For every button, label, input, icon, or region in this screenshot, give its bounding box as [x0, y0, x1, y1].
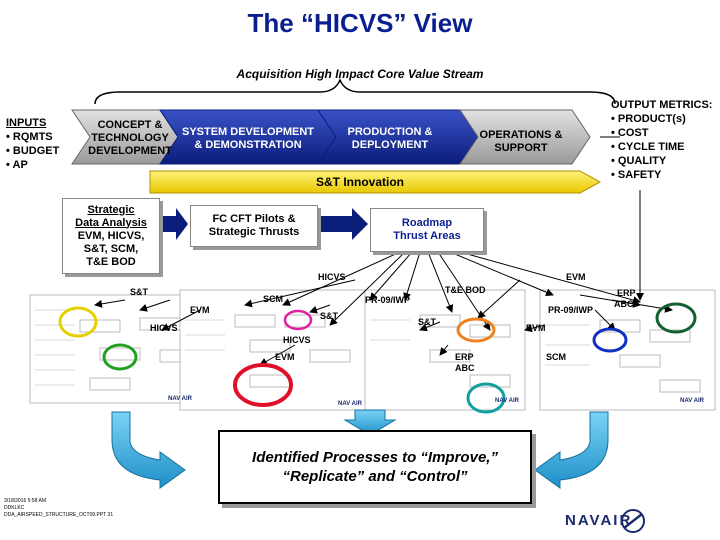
label-pr: PR-09/IWP	[548, 305, 594, 315]
label-hicvs: HICVS	[283, 335, 311, 345]
label-hicvs: HICVS	[150, 323, 178, 333]
curve-arrow-left	[111, 411, 186, 489]
innovation-arrow	[149, 170, 602, 194]
stage-operations-label: OPERATIONS &SUPPORT	[479, 129, 563, 154]
innovation-label: S&T Innovation	[316, 175, 404, 189]
page-title: The “HICVS” View	[247, 8, 473, 38]
svg-text:NAV AIR: NAV AIR	[495, 398, 520, 404]
curve-arrow-center	[343, 409, 397, 436]
input-item: • BUDGET	[6, 145, 60, 157]
label-abc: ABC	[455, 363, 475, 373]
label-evm: EVM	[566, 272, 586, 282]
label-erp: ERP	[455, 352, 474, 362]
stage-production-label: PRODUCTION &DEPLOYMENT	[347, 126, 433, 151]
label-tebod: T&E BOD	[445, 285, 486, 295]
strategic-analysis-box: Strategic Data Analysis EVM, HICVS, S&T,…	[62, 198, 160, 274]
output-item: • SAFETY	[611, 169, 662, 181]
label-pr: PR-09/IWP	[365, 295, 411, 305]
stage-operations-chevron	[459, 109, 591, 165]
label-scm: SCM	[263, 294, 283, 304]
label-evm: EVM	[275, 352, 295, 362]
output-metrics-list: OUTPUT METRICS: • PRODUCT(s) • COST • CY…	[611, 98, 712, 182]
output-item: • CYCLE TIME	[611, 141, 685, 153]
label-erp: ERP	[617, 288, 636, 298]
flow-arrow-1	[160, 208, 188, 240]
label-st: S&T	[320, 311, 338, 321]
process-map-right2	[539, 289, 716, 411]
inputs-heading: INPUTS	[6, 117, 47, 129]
process-map-right1	[364, 289, 526, 411]
outputs-heading: OUTPUT METRICS:	[611, 99, 713, 111]
label-st: S&T	[418, 317, 436, 327]
highlight-magenta	[283, 309, 313, 331]
stage-sysdev-label: SYSTEM DEVELOPMENT& DEMONSTRATION	[181, 126, 315, 151]
flow-arrow-2	[318, 208, 368, 240]
label-st: S&T	[130, 287, 148, 297]
curve-arrow-right	[534, 411, 609, 489]
pilots-box: FC CFT Pilots &Strategic Thrusts	[190, 205, 318, 247]
label-hicvs: HICVS	[318, 272, 346, 282]
svg-text:NAV AIR: NAV AIR	[338, 401, 363, 407]
highlight-red	[233, 363, 293, 407]
label-abc: ABC	[614, 299, 634, 309]
output-item: • QUALITY	[611, 155, 667, 167]
highlight-teal	[466, 382, 506, 414]
highlight-green	[102, 343, 138, 371]
highlight-blue	[592, 327, 628, 353]
label-evm: EVM	[526, 323, 546, 333]
input-item: • AP	[6, 159, 28, 171]
label-evm: EVM	[190, 305, 210, 315]
input-item: • RQMTS	[6, 131, 53, 143]
inputs-list: INPUTS • RQMTS • BUDGET • AP	[6, 116, 59, 172]
svg-text:NAV AIR: NAV AIR	[168, 396, 193, 402]
highlight-orange	[456, 317, 496, 343]
value-stream-subtitle: Acquisition High Impact Core Value Strea…	[236, 67, 484, 81]
svg-text:NAV AIR: NAV AIR	[680, 398, 705, 404]
value-stream-brace	[94, 78, 616, 105]
label-scm: SCM	[546, 352, 566, 362]
navair-logo: NAVAIR	[565, 512, 633, 529]
output-item: • PRODUCT(s)	[611, 113, 686, 125]
processes-callout: Identified Processes to “Improve,”“Repli…	[218, 430, 532, 504]
highlight-darkgreen	[655, 302, 697, 334]
highlight-yellow	[58, 306, 98, 338]
navair-logo-mark	[621, 509, 645, 533]
output-item: • COST	[611, 127, 649, 139]
